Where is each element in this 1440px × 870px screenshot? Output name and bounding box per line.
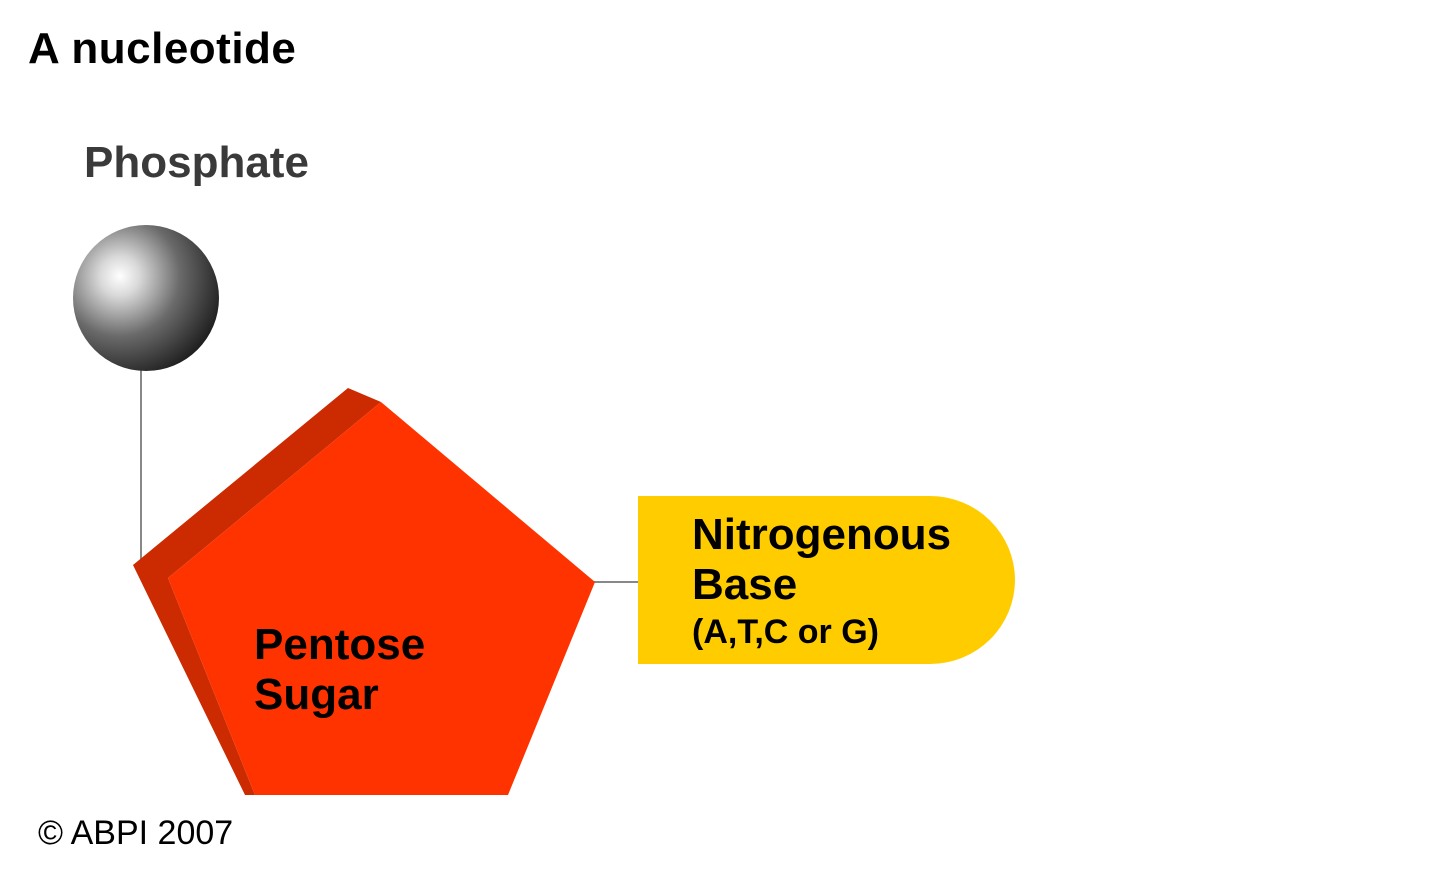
- nitrogenous-base-types: (A,T,C or G): [692, 613, 879, 651]
- nitrogenous-base-label-line1: Nitrogenous: [692, 510, 952, 559]
- diagram-title: A nucleotide: [28, 24, 297, 73]
- pentose-sugar-label-line2: Sugar: [254, 670, 379, 719]
- nitrogenous-base-label-line2: Base: [692, 560, 798, 609]
- pentose-sugar-shape: [168, 402, 595, 795]
- nitrogenous-base-label: Nitrogenous Base (A,T,C or G): [692, 510, 951, 652]
- copyright-notice: © ABPI 2007: [38, 814, 234, 852]
- pentose-sugar-side: [133, 388, 381, 795]
- pentose-sugar-label-line1: Pentose: [254, 620, 426, 669]
- phosphate-label: Phosphate: [84, 138, 309, 187]
- nitrogenous-base-shape: [638, 496, 1015, 664]
- phosphate-sphere: [73, 225, 219, 371]
- pentose-sugar-label: Pentose Sugar: [254, 620, 425, 720]
